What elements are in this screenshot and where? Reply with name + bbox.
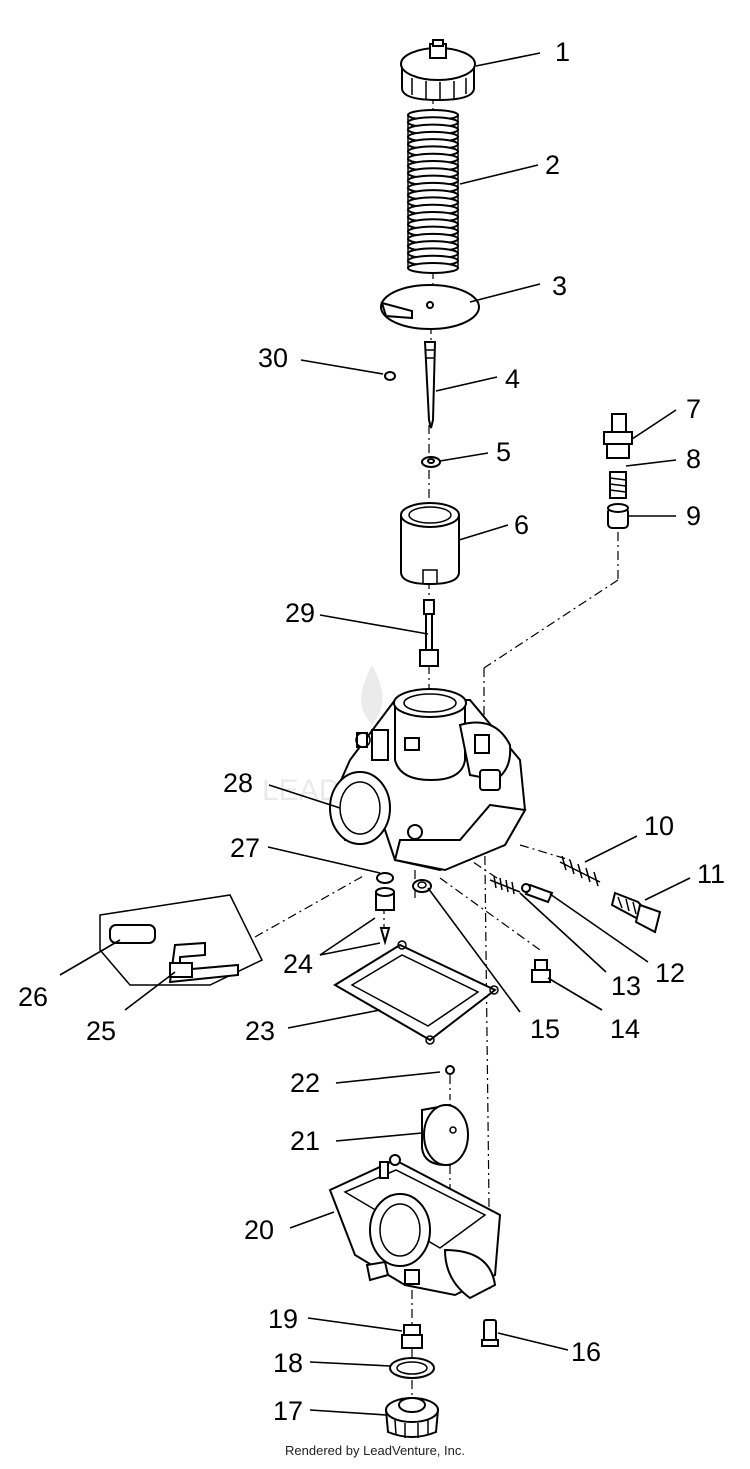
part-drain-plug: [384, 1397, 440, 1438]
callout-20: 20: [244, 1215, 274, 1245]
part-clip: [384, 371, 396, 381]
callout-29: 29: [285, 598, 315, 628]
part-slide: [400, 502, 460, 586]
callout-25: 25: [86, 1016, 116, 1046]
part-float-bowl: [328, 1154, 502, 1300]
callout-9: 9: [686, 501, 701, 531]
callout-7: 7: [686, 394, 701, 424]
callout-24: 24: [283, 949, 313, 979]
callout-30: 30: [258, 343, 288, 373]
part-carburetor-body: [328, 688, 527, 872]
part-idle-spring: [559, 855, 601, 887]
callout-3: 3: [552, 271, 567, 301]
part-pilot-jet: [531, 959, 551, 983]
part-float: [421, 1103, 469, 1166]
spring-coil: [407, 262, 459, 274]
callout-12: 12: [655, 958, 685, 988]
part-o-ring-small: [412, 879, 432, 893]
leader-lines: [59, 52, 691, 1416]
part-washer: [421, 456, 441, 468]
callout-18: 18: [273, 1348, 303, 1378]
part-needle-valve: [375, 887, 395, 946]
part-air-screw: [521, 883, 554, 904]
part-plunger: [607, 503, 629, 529]
part-spring: [407, 109, 459, 274]
callout-10: 10: [644, 811, 674, 841]
part-small-spring: [609, 471, 627, 499]
callout-2: 2: [545, 150, 560, 180]
callout-5: 5: [496, 437, 511, 467]
callout-1: 1: [555, 37, 570, 67]
callout-8: 8: [686, 444, 701, 474]
part-cap: [400, 39, 476, 102]
callout-16: 16: [571, 1337, 601, 1367]
part-float-arm: [99, 894, 264, 986]
callout-23: 23: [245, 1016, 275, 1046]
footer-credit: Rendered by LeadVenture, Inc.: [285, 1443, 465, 1458]
part-pilot-screw: [419, 599, 439, 667]
part-o-ring: [389, 1357, 435, 1379]
part-bowl-screw: [481, 1319, 499, 1347]
callout-28: 28: [223, 768, 253, 798]
callout-26: 26: [18, 982, 48, 1012]
part-ball: [445, 1065, 455, 1075]
callout-27: 27: [230, 833, 260, 863]
callout-11: 11: [697, 859, 725, 889]
callout-6: 6: [514, 510, 529, 540]
part-float-bowl-gasket: [333, 940, 499, 1045]
part-main-jet: [401, 1324, 423, 1349]
callout-15: 15: [530, 1014, 560, 1044]
part-fitting: [603, 413, 633, 459]
part-needle: [423, 341, 437, 429]
part-air-screw-spring: [489, 875, 521, 895]
callout-22: 22: [290, 1068, 320, 1098]
callout-13: 13: [611, 971, 641, 1001]
callout-14: 14: [610, 1014, 640, 1044]
part-plate: [380, 284, 480, 330]
callout-19: 19: [268, 1304, 298, 1334]
callout-numbers: 1 2 3 4 5 6 7 8 9 10 11 12 13 14 15 16 1…: [18, 37, 725, 1426]
callout-21: 21: [290, 1126, 320, 1156]
part-washer-small: [376, 872, 394, 884]
callout-4: 4: [505, 364, 520, 394]
part-idle-screw: [610, 891, 662, 934]
callout-17: 17: [273, 1396, 303, 1426]
